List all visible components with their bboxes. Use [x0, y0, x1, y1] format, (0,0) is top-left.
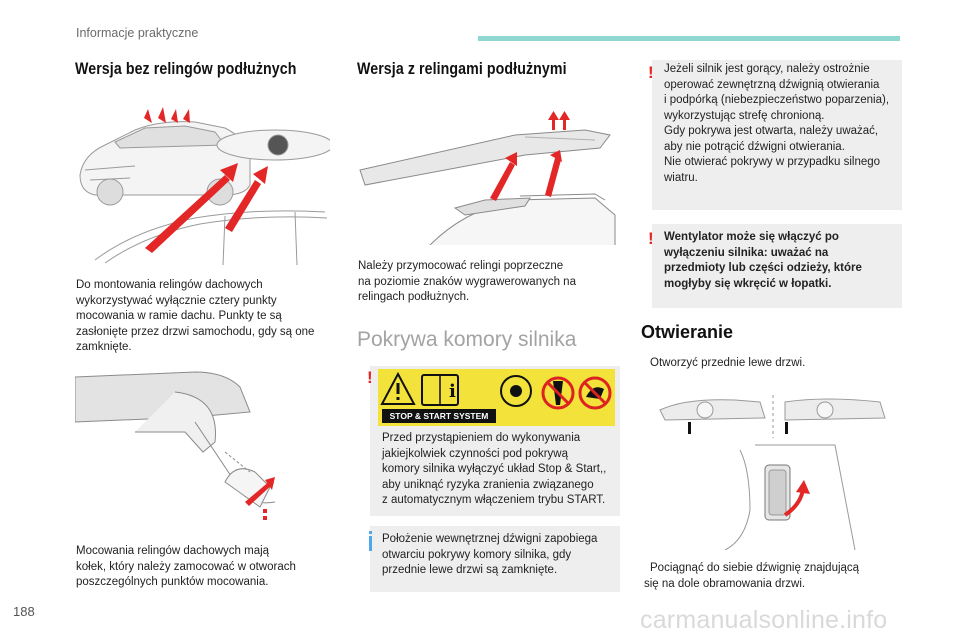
- header-rule: [478, 36, 900, 41]
- bonnet-release-lever-illustration: [659, 395, 886, 550]
- lever-info-text: Położenie wewnętrznej dźwigni zapobiega …: [382, 533, 598, 576]
- svg-text:i: i: [449, 381, 456, 402]
- fan-warning-text: Wentylator może się włączyć po wyłączeni…: [664, 231, 862, 290]
- heading-without-rails: Wersja bez relingów podłużnych: [75, 60, 297, 78]
- page-number: 188: [13, 604, 35, 619]
- warning-exclamation-icon: !: [367, 368, 373, 387]
- paragraph-transverse-rails: Należy przymocować relingi poprzeczne na…: [358, 260, 576, 303]
- warning-exclamation-icon: !: [648, 63, 654, 82]
- warning-exclamation-icon: !: [648, 229, 654, 248]
- paragraph-rail-pegs: Mocowania relingów dachowych mają kołek,…: [76, 545, 296, 588]
- stop-start-label-text: STOP & START SYSTEM: [389, 411, 489, 421]
- opening-heading: Otwieranie: [641, 322, 734, 342]
- info-dot-icon: [369, 531, 372, 534]
- lever-info-box: [370, 526, 620, 592]
- roof-rail-peg-illustration: [75, 371, 276, 520]
- fan-warning-box: [652, 224, 902, 308]
- step-pull-lever: Pociągnąć do siebie dźwignię znajdującą …: [644, 560, 904, 592]
- stop-start-warning-text: Przed przystąpieniem do wykonywania jaki…: [382, 432, 607, 506]
- bonnet-section-title: Pokrywa komory silnika: [357, 328, 577, 351]
- step-open-door-text: Otworzyć przednie lewe drzwi.: [650, 357, 806, 369]
- stop-start-label-illustration: i: [378, 369, 615, 426]
- info-bar-icon: [369, 536, 372, 551]
- step-pull-lever-text: Pociągnąć do siebie dźwignię znajdującą …: [644, 562, 860, 590]
- step-open-door: Otworzyć przednie lewe drzwi.: [644, 355, 904, 372]
- longitudinal-rails-illustration: [359, 111, 616, 245]
- hot-engine-warning-box: [652, 60, 902, 210]
- section-label: Informacje praktyczne: [76, 26, 199, 40]
- hot-engine-warning-text: Jeżeli silnik jest gorący, należy ostroż…: [664, 63, 890, 184]
- paragraph-mount-points: Do montowania relingów dachowych wykorzy…: [76, 279, 315, 353]
- car-roof-mount-points-illustration: [79, 107, 330, 265]
- heading-with-rails: Wersja z relingami podłużnymi: [357, 60, 567, 78]
- watermark: carmanualsonline.info: [640, 606, 888, 634]
